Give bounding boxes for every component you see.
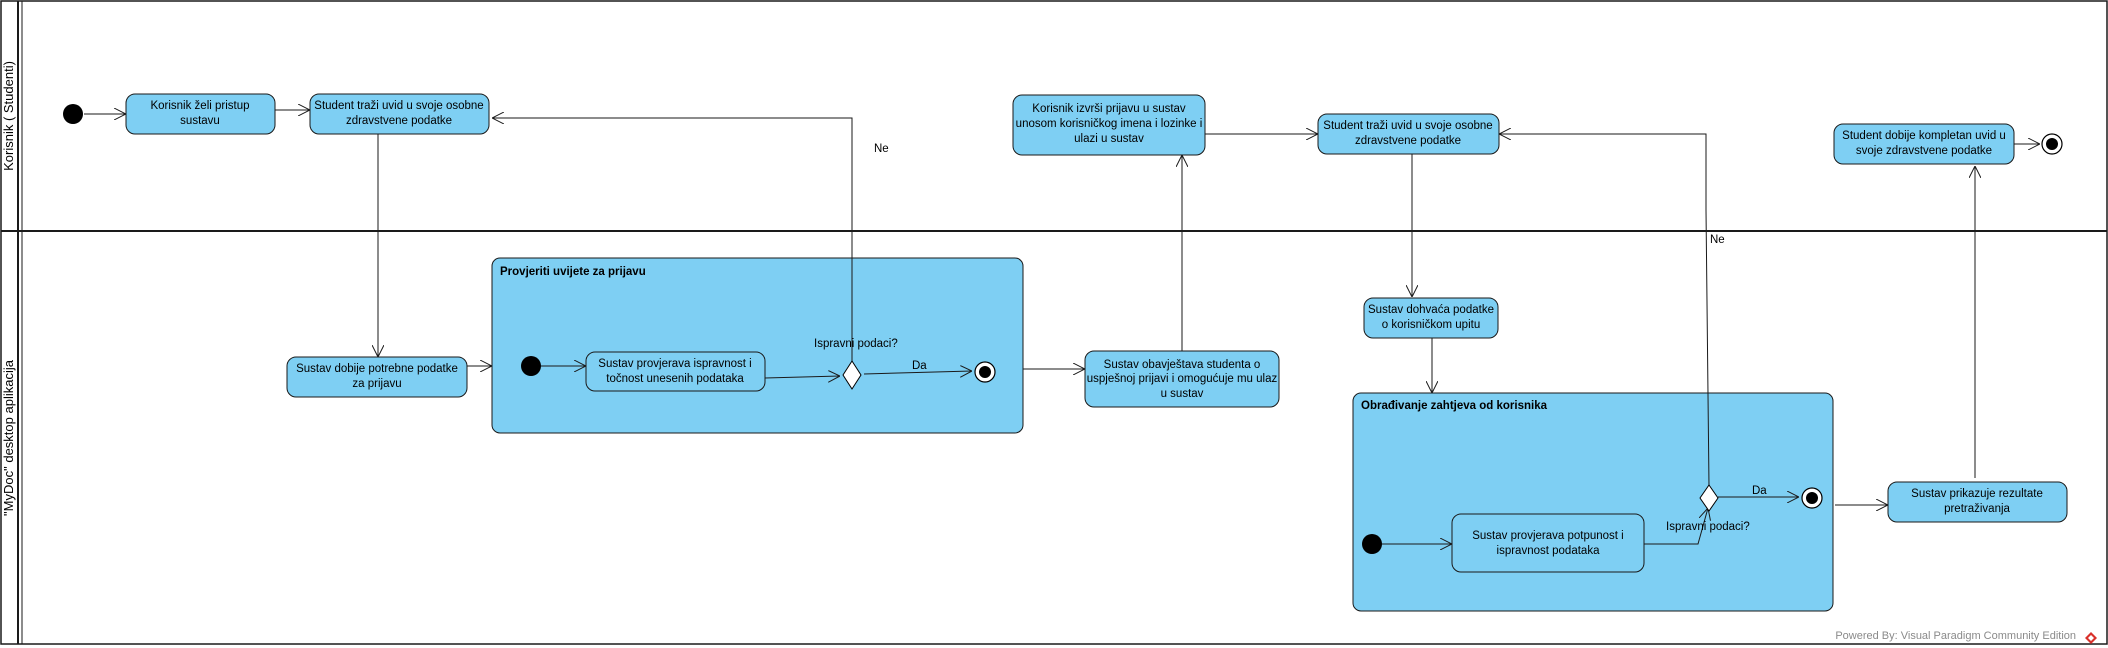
activity-full-access: Student dobije kompletan uvid u svoje zd… (1833, 123, 2015, 165)
svg-text:unosom korisničkog imena i loz: unosom korisničkog imena i lozinke i (1016, 118, 1203, 130)
svg-text:Korisnik izvrši prijavu u sust: Korisnik izvrši prijavu u sustav (1032, 103, 1186, 115)
activity-check-completeness: Sustav provjerava potpunost i ispravnost… (1451, 513, 1645, 573)
svg-text:Sustav prikazuje rezultate: Sustav prikazuje rezultate (1911, 488, 2043, 500)
flow-check-to-decision (764, 376, 840, 378)
activity-check-login-data: Sustav provjerava ispravnost i točnost u… (585, 351, 766, 392)
group-login-check (491, 257, 1024, 434)
initial-node (63, 104, 83, 124)
group-request-processing (1352, 392, 1834, 612)
guard-yes-login: Da (912, 360, 927, 372)
flow-check2-to-decision (1644, 508, 1708, 545)
svg-text:Sustav dohvaća podatke: Sustav dohvaća podatke (1368, 304, 1494, 316)
activity-user-login: Korisnik izvrši prijavu u sustav unosom … (1012, 94, 1206, 156)
activity-view-health-data: Student traži uvid u svoje osobne zdravs… (309, 93, 490, 135)
activity-fetch-query-data: Sustav dohvaća podatke o korisničkom upi… (1363, 297, 1499, 339)
svg-text:Student traži uvid u svoje oso: Student traži uvid u svoje osobne (314, 100, 483, 112)
control-flows (84, 110, 2040, 544)
guard-no-login: Ne (874, 143, 889, 155)
svg-text:za prijavu: za prijavu (352, 378, 401, 390)
flow-decision2-no (1499, 134, 1710, 488)
svg-text:u sustav: u sustav (1161, 388, 1204, 400)
svg-text:Student traži uvid u svoje oso: Student traži uvid u svoje osobne (1323, 120, 1492, 132)
group2-initial-node (1362, 534, 1382, 554)
group-login-check-title: Provjeriti uvijete za prijavu (500, 266, 646, 278)
group1-final-node (974, 361, 996, 383)
svg-text:ulazi u sustav: ulazi u sustav (1074, 133, 1144, 145)
svg-text:Sustav obavještava studenta o: Sustav obavještava studenta o (1104, 359, 1261, 371)
svg-text:ispravnost podataka: ispravnost podataka (1497, 545, 1601, 557)
lane-label-app: "MyDoc" desktop aplikacija (1, 359, 16, 516)
svg-text:zdravstvene podatke: zdravstvene podatke (1355, 135, 1461, 147)
svg-text:Sustav provjerava ispravnost i: Sustav provjerava ispravnost i (598, 358, 751, 370)
activity-notify-login-success: Sustav obavještava studenta o uspješnoj … (1084, 350, 1280, 408)
svg-text:pretraživanja: pretraživanja (1944, 503, 2010, 515)
group2-final-node (1801, 487, 1823, 509)
powered-by-footer: Powered By: Visual Paradigm Community Ed… (1835, 630, 2076, 642)
svg-text:sustavu: sustavu (180, 115, 220, 127)
svg-text:Sustav provjerava potpunost i: Sustav provjerava potpunost i (1472, 530, 1624, 542)
activity-view-health-data-2: Student traži uvid u svoje osobne zdravs… (1317, 113, 1500, 155)
guard-decision-request: Ispravni podaci? (1666, 521, 1750, 533)
svg-text:svoje zdravstvene podatke: svoje zdravstvene podatke (1856, 145, 1992, 157)
svg-text:Sustav dobije potrebne podatke: Sustav dobije potrebne podatke (296, 363, 458, 375)
final-node (2041, 133, 2063, 155)
svg-text:točnost unesenih podataka: točnost unesenih podataka (606, 373, 744, 385)
guard-no-request: Ne (1710, 234, 1725, 246)
visual-paradigm-logo-icon (2085, 632, 2097, 644)
decision-node-request (1699, 484, 1719, 512)
group1-initial-node (521, 356, 541, 376)
flow-decision-no (492, 118, 853, 363)
svg-text:Korisnik želi pristup: Korisnik želi pristup (150, 100, 249, 112)
guard-decision-login: Ispravni podaci? (814, 338, 898, 350)
svg-text:o korisničkom upitu: o korisničkom upitu (1382, 319, 1480, 331)
activity-receive-login-data: Sustav dobije potrebne podatke za prijav… (286, 356, 468, 398)
svg-text:uspješnoj prijavi i omogućuje: uspješnoj prijavi i omogućuje mu ulaz (1087, 373, 1278, 385)
activity-show-results: Sustav prikazuje rezultate pretraživanja (1887, 481, 2068, 523)
group-request-processing-title: Obrađivanje zahtjeva od korisnika (1361, 400, 1548, 412)
guard-yes-request: Da (1752, 485, 1767, 497)
activity-access-request: Korisnik želi pristup sustavu (125, 93, 276, 135)
decision-node-login (842, 360, 862, 390)
svg-text:Student dobije kompletan uvid: Student dobije kompletan uvid u (1842, 130, 2006, 142)
flow-decision-yes (863, 371, 972, 374)
svg-text:zdravstvene podatke: zdravstvene podatke (346, 115, 452, 127)
lane-label-user: Korisnik ( Studenti) (1, 61, 16, 171)
